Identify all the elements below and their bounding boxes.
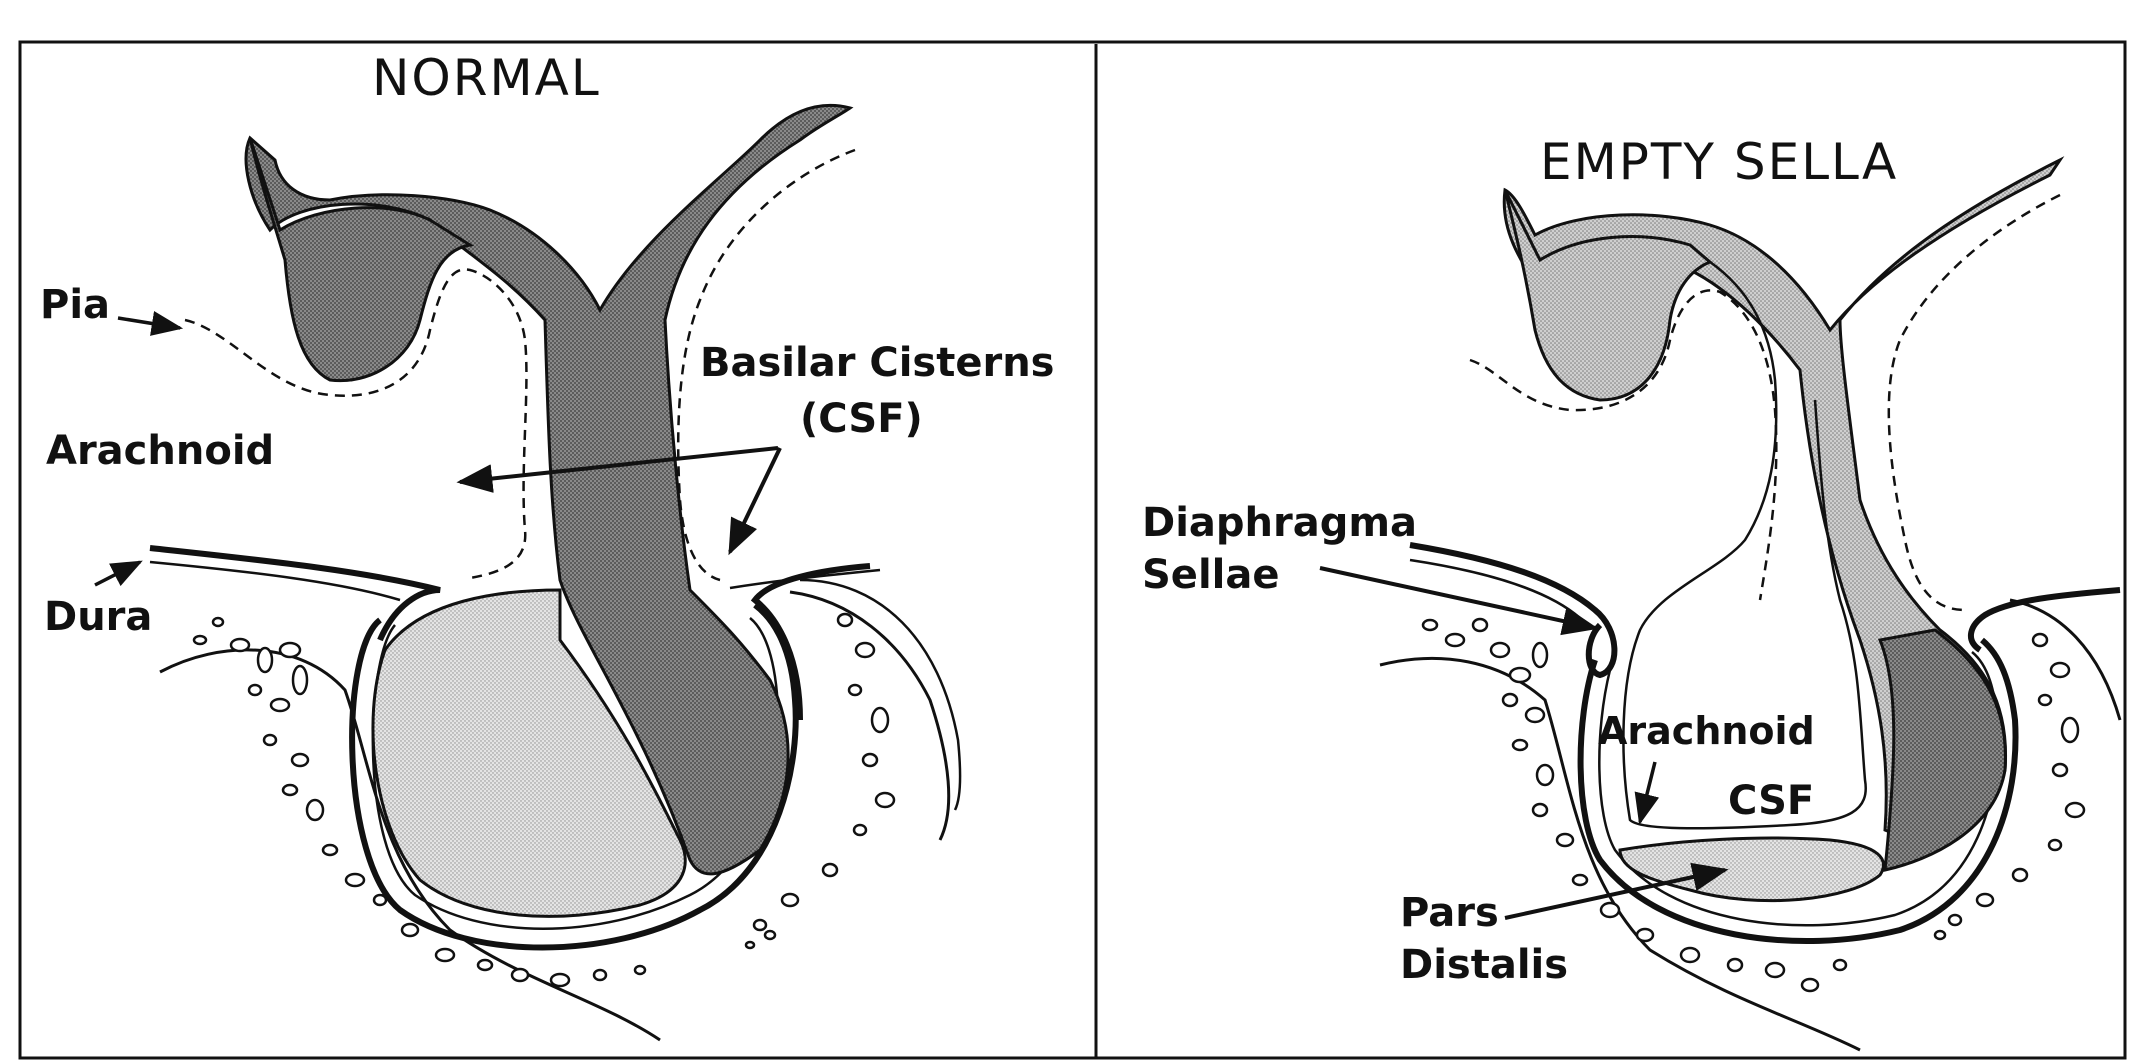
normal-csf-arrow-right — [730, 448, 780, 552]
empty-sella-title: EMPTY SELLA — [1540, 134, 1898, 192]
empty-label-csf: CSF — [1728, 778, 1814, 824]
empty-pia-line-right — [1889, 195, 2060, 610]
normal-pia-arrow — [118, 318, 180, 328]
normal-dura-left-2 — [150, 562, 400, 600]
empty-arachnoid-arrow — [1640, 762, 1655, 822]
empty-dura-left-2 — [1410, 560, 1580, 618]
empty-diaphragma-arrow — [1320, 568, 1595, 628]
normal-label-arachnoid: Arachnoid — [46, 428, 274, 474]
empty-label-distalis: Distalis — [1400, 942, 1568, 988]
normal-dura-left — [150, 548, 440, 640]
empty-label-sellae: Sellae — [1142, 552, 1279, 598]
empty-label-pars: Pars — [1400, 890, 1499, 936]
normal-brain-lobe — [250, 138, 470, 381]
normal-label-csf: (CSF) — [800, 396, 923, 442]
normal-label-dura: Dura — [44, 594, 152, 640]
normal-dura-arrow — [95, 562, 140, 585]
normal-label-basilar-cisterns: Basilar Cisterns — [700, 340, 1055, 386]
empty-bone-right — [2010, 600, 2120, 720]
normal-bone-right — [790, 592, 949, 840]
normal-title: NORMAL — [372, 50, 601, 108]
empty-label-diaphragma: Diaphragma — [1142, 500, 1417, 546]
normal-panel — [95, 105, 960, 1040]
normal-label-pia: Pia — [40, 282, 110, 328]
figure-frame — [20, 42, 2125, 1058]
empty-posterior-lobe — [1880, 630, 2005, 870]
empty-label-arachnoid: Arachnoid — [1598, 710, 1815, 754]
normal-bone-right-outer — [800, 580, 960, 810]
